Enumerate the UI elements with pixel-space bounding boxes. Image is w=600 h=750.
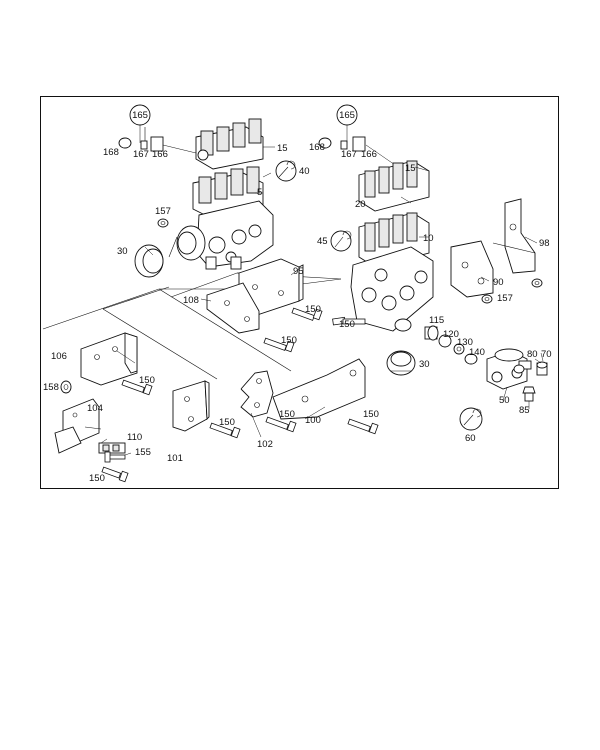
washer-157-right — [481, 278, 543, 304]
bolt-150-bottom-b — [265, 416, 297, 433]
connector-plug-168-167-166-left — [118, 127, 197, 154]
fittings-115-120-130-140 — [424, 325, 478, 365]
callout-166-right: 166 — [361, 149, 377, 160]
callout-101: 101 — [167, 453, 183, 464]
wrench-icon-60 — [459, 407, 483, 431]
circle-callout-165-left — [129, 104, 151, 143]
callout-100: 100 — [305, 415, 321, 426]
bolt-150-far-left — [101, 466, 129, 483]
callout-140: 140 — [469, 347, 485, 358]
callout-30-right: 30 — [419, 359, 430, 370]
bolt-150-upper-a — [291, 307, 323, 321]
callout-50: 50 — [499, 395, 510, 406]
callout-150-e: 150 — [89, 473, 105, 484]
bracket-102 — [240, 370, 274, 418]
callout-80: 80 — [527, 349, 538, 360]
bolt-150-bottom-a — [209, 422, 241, 439]
callout-155: 155 — [135, 447, 151, 458]
callout-120: 120 — [443, 329, 459, 340]
callout-167-right: 167 — [341, 149, 357, 160]
callout-70: 70 — [541, 349, 552, 360]
clamp-110 — [98, 442, 126, 454]
valve-assembly-10 — [350, 212, 434, 332]
callout-165-left: 165 — [132, 110, 148, 121]
callout-15-left: 15 — [277, 143, 288, 154]
bracket-101 — [172, 380, 210, 432]
bolt-150-upper-b — [332, 316, 366, 326]
bolts-150 — [101, 307, 379, 483]
callout-110: 110 — [127, 432, 142, 443]
plug-85 — [522, 386, 536, 402]
callout-45: 45 — [317, 236, 328, 247]
callout-106: 106 — [51, 351, 67, 362]
callout-150-f: 150 — [219, 417, 235, 428]
callout-150-d: 150 — [139, 375, 155, 386]
solenoid-valve-block-15 — [195, 118, 264, 170]
bolt-150-bottom-c — [347, 418, 379, 435]
callout-90: 90 — [493, 277, 504, 288]
wrench-icon-40 — [275, 160, 297, 182]
callout-85: 85 — [519, 405, 530, 416]
washer-158 — [60, 380, 72, 394]
connector-plug-168-167-166-right — [318, 136, 402, 170]
callout-150-c: 150 — [281, 335, 297, 346]
wrench-icon-45 — [330, 230, 352, 252]
callout-20: 20 — [355, 199, 366, 210]
callout-40: 40 — [299, 166, 310, 177]
callout-98: 98 — [539, 238, 550, 249]
silencer-30-left — [134, 225, 206, 278]
fittings-70-80 — [513, 361, 548, 376]
bolt-150-left — [121, 379, 153, 396]
callout-95: 95 — [293, 266, 304, 277]
callout-157-left: 157 — [155, 206, 171, 217]
bolt-155 — [104, 451, 126, 463]
callout-150-g: 150 — [279, 409, 295, 420]
callout-167-left: 167 — [133, 149, 149, 160]
callout-157-right-a: 157 — [497, 293, 513, 304]
callout-130: 130 — [457, 337, 473, 348]
callout-labels: 165 168 167 166 15 5 40 157 30 165 168 1… — [43, 110, 552, 484]
callout-5: 5 — [257, 187, 262, 198]
callout-168-left: 168 — [103, 147, 119, 158]
callout-104: 104 — [87, 403, 103, 414]
callout-15-right: 15 — [405, 163, 416, 174]
callout-102: 102 — [257, 439, 273, 450]
callout-165-right: 165 — [339, 110, 355, 121]
bracket-90 — [450, 240, 494, 298]
callout-115: 115 — [429, 315, 444, 326]
silencer-30-right — [386, 350, 416, 376]
callout-10: 10 — [423, 233, 434, 244]
callout-158: 158 — [43, 382, 59, 393]
mounting-bracket-95 — [206, 258, 304, 334]
bracket-106 — [80, 332, 138, 386]
callout-60: 60 — [465, 433, 476, 444]
bracket-100 — [272, 358, 366, 420]
valve-cover-20 — [358, 160, 430, 212]
leader-lines — [84, 146, 544, 456]
bracket-98 — [492, 198, 536, 274]
callout-108: 108 — [183, 295, 199, 306]
circle-callout-165-right — [336, 104, 358, 143]
bracket-104 — [54, 398, 100, 454]
callout-150-a: 150 — [305, 304, 321, 315]
exploded-parts-diagram: 165 168 167 166 15 5 40 157 30 165 168 1… — [40, 96, 559, 489]
washer-157-left — [157, 218, 169, 228]
callout-150-h: 150 — [363, 409, 379, 420]
callout-166-left: 166 — [152, 149, 168, 160]
callout-30-left: 30 — [117, 246, 128, 257]
bolt-150-middle — [263, 337, 295, 353]
callout-168-right: 168 — [309, 142, 325, 153]
callout-150-b: 150 — [339, 319, 355, 330]
